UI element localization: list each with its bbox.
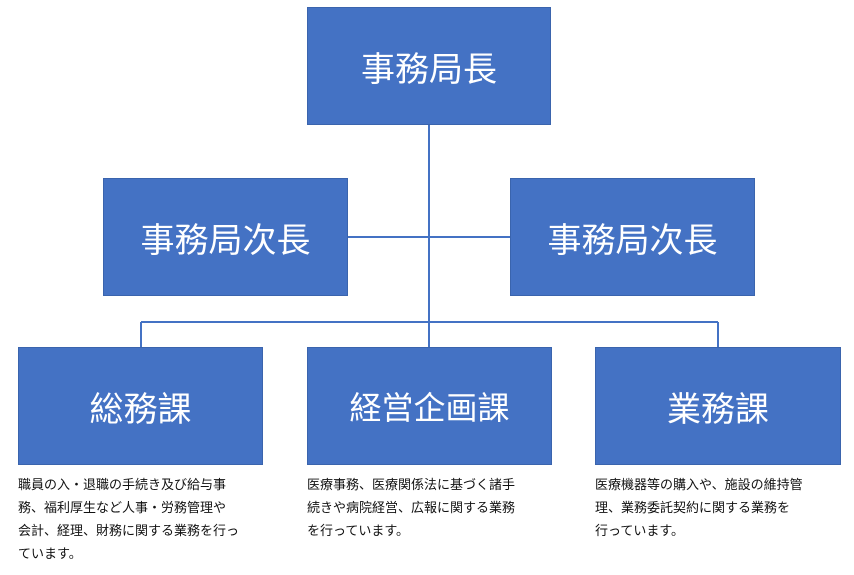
description-line: ています。 [18, 547, 82, 562]
description-line: 医療機器等の購入や、施設の維持管 [595, 478, 803, 493]
description-line: 職員の入・退職の手続き及び給与事 [18, 478, 227, 493]
description-line: を行っています。 [307, 524, 410, 539]
description-line: 務、福利厚生など人事・労務管理や [18, 501, 227, 516]
description-line: 理、業務委託契約に関する業務を [595, 501, 791, 516]
deputy-box-right: 事務局次長 [510, 178, 755, 296]
description-line: 続きや病院経営、広報に関する業務 [307, 501, 516, 516]
section-label-soumu: 総務課 [89, 389, 192, 430]
deputy-label-left: 事務局次長 [140, 220, 311, 261]
section-label-gyomu: 業務課 [667, 389, 769, 430]
section-label-keiei: 経営企画課 [349, 389, 510, 427]
section-box-soumu: 総務課 [18, 347, 263, 465]
section-description-soumu: 職員の入・退職の手続き及び給与事 務、福利厚生など人事・労務管理や 会計、経理、… [18, 474, 273, 566]
section-description-gyomu: 医療機器等の購入や、施設の維持管 理、業務委託契約に関する業務を 行っています。 [595, 474, 850, 543]
description-line: 行っています。 [595, 524, 685, 539]
chief-label: 事務局長 [361, 49, 497, 90]
section-box-keiei: 経営企画課 [307, 347, 552, 465]
section-description-keiei: 医療事務、医療関係法に基づく諸手 続きや病院経営、広報に関する業務 を行っていま… [307, 474, 557, 543]
description-line: 会計、経理、財務に関する業務を行っ [18, 524, 240, 539]
section-box-gyomu: 業務課 [595, 347, 841, 465]
description-line: 医療事務、医療関係法に基づく諸手 [307, 478, 516, 493]
chief-box: 事務局長 [307, 7, 551, 125]
deputy-label-right: 事務局次長 [547, 220, 718, 261]
deputy-box-left: 事務局次長 [103, 178, 348, 296]
